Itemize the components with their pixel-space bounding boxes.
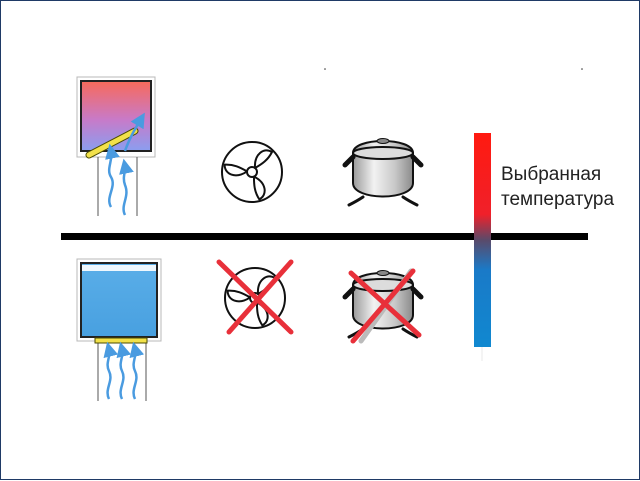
label-line-2: температура xyxy=(501,189,615,210)
closed-damper xyxy=(94,337,148,344)
compressor-icon-disabled xyxy=(342,268,424,344)
label-line-1: Выбранная xyxy=(501,164,602,185)
airflow-arrows xyxy=(103,341,145,400)
speck xyxy=(581,68,583,70)
speck xyxy=(324,68,326,70)
divider-line xyxy=(61,233,588,240)
cold-chamber xyxy=(80,262,158,338)
bottom-cold-unit xyxy=(76,258,162,401)
fan-icon-disabled xyxy=(216,259,294,335)
airflow-arrows xyxy=(105,112,145,216)
top-heater-unit xyxy=(76,76,156,216)
compressor-icon xyxy=(342,138,424,207)
selected-temperature-label: Выбранная температура xyxy=(501,162,614,212)
cross-icon xyxy=(348,268,422,344)
fan-icon xyxy=(221,141,283,203)
cross-icon xyxy=(216,259,294,335)
temperature-gradient-bar xyxy=(474,133,491,347)
